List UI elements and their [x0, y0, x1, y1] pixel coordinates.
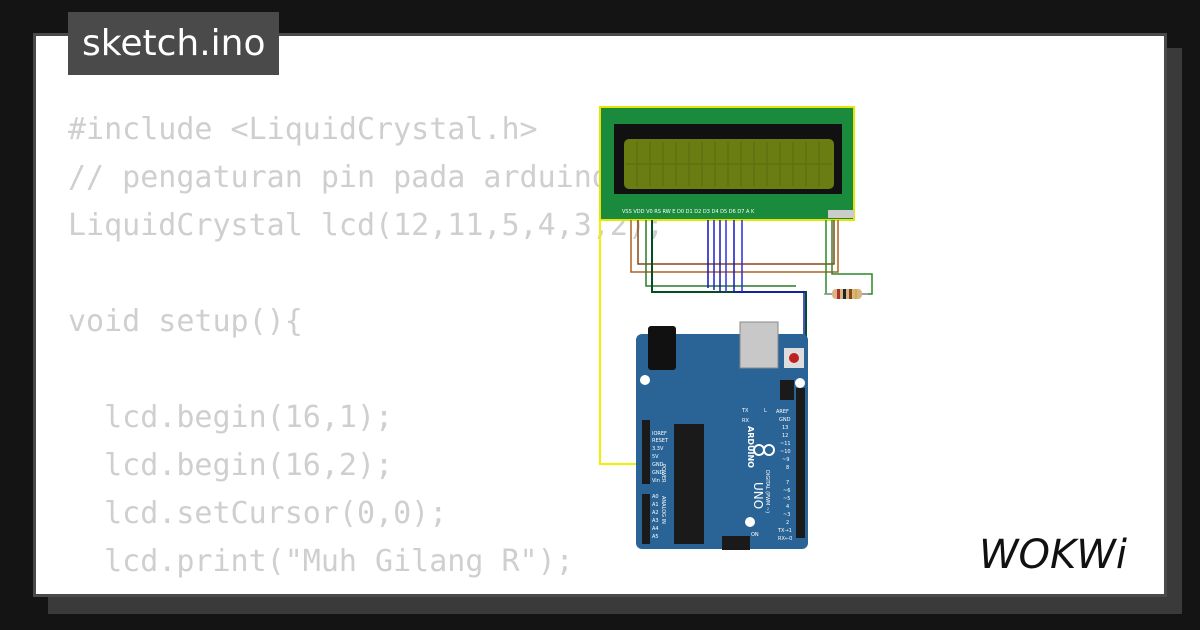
pin-rx0: RX←0: [778, 536, 792, 542]
wokwi-logo-text: WOKWi: [979, 532, 1127, 576]
pin-3v3: 3.3V: [652, 446, 664, 452]
usb-port: [739, 321, 779, 369]
code-line: lcd.begin(16,2);: [68, 448, 394, 483]
pin-gnd: GND: [652, 470, 664, 476]
code-editor: #include <LiquidCrystal.h>// pengaturan …: [68, 106, 845, 594]
pin-7: 7: [786, 480, 789, 486]
code-line: lcd.setCursor(0,0);: [68, 496, 448, 531]
microcontroller-chip: [674, 424, 704, 544]
on-label: ON: [751, 532, 759, 538]
pin-a0: A0: [652, 494, 659, 500]
power-header-title: POWER: [660, 464, 666, 483]
pin-tx1: TX→1: [777, 528, 792, 534]
lcd-i2c-header: [828, 210, 854, 218]
pin-5: ~5: [783, 496, 790, 502]
code-line: lcd.begin(16,1);: [68, 400, 394, 435]
wire-5v: [599, 220, 644, 465]
pin-3: ~3: [783, 512, 790, 518]
pin-4: 4: [786, 504, 789, 510]
pin-9: ~9: [782, 457, 789, 463]
pin-vin: Vin: [652, 478, 660, 484]
pin-13: 13: [782, 425, 788, 431]
code-line: lcd.setCursor(0,1);: [68, 586, 845, 594]
pin-2: 2: [786, 520, 789, 526]
led-label-l: L: [764, 408, 767, 414]
lcd-pin-labels: VSS VDD V0 RS RW E D0 D1 D2 D3 D4 D5 D6 …: [622, 209, 755, 215]
pin-aref: AREF: [776, 409, 789, 415]
pin-5v: 5V: [652, 454, 659, 460]
analog-header-title: ANALOG IN: [660, 496, 666, 524]
led-label-rx: RX: [742, 418, 749, 424]
pin-6: ~6: [783, 488, 790, 494]
wire-gnd: [645, 220, 796, 287]
board-model: UNO: [751, 482, 765, 509]
code-line: LiquidCrystal lcd(12,11,5,4,3,2);: [68, 208, 665, 243]
code-line: lcd.print("Muh Gilang R");: [68, 544, 574, 579]
pin-8: 8: [786, 465, 789, 471]
pin-11: ~11: [780, 441, 791, 447]
resistor: [824, 289, 868, 299]
pin-gnd: GND: [652, 462, 664, 468]
pin-reset: RESET: [652, 438, 669, 444]
pin-ioref: IOREF: [652, 431, 667, 437]
pin-a1: A1: [652, 502, 659, 508]
pin-12: 12: [782, 433, 788, 439]
arduino-infinity-icon: [753, 444, 775, 456]
lcd-module: VSS VDD V0 RS RW E D0 D1 D2 D3 D4 D5 D6 …: [599, 106, 855, 221]
barrel-jack: [648, 326, 676, 370]
arduino-uno-board: IOREF RESET 3.3V 5V GND GND Vin A0 A1 A2…: [636, 321, 808, 550]
pin-10: ~10: [780, 449, 791, 455]
board-brand: ARDUINO: [746, 426, 755, 468]
pin-a3: A3: [652, 518, 659, 524]
pin-a2: A2: [652, 510, 659, 516]
led-label-tx: TX: [741, 408, 749, 414]
pin-a5: A5: [652, 534, 659, 540]
wokwi-logo: WOKWi: [979, 532, 1127, 576]
pin-a4: A4: [652, 526, 659, 532]
file-title-tab: sketch.ino: [68, 12, 280, 75]
circuit-diagram: VSS VDD V0 RS RW E D0 D1 D2 D3 D4 D5 D6 …: [599, 106, 873, 550]
digital-header-title: DIGITAL (PWM ~): [764, 470, 770, 513]
pin-gnd-top: GND: [779, 417, 791, 423]
code-line: void setup(){: [68, 304, 303, 339]
code-line: #include <LiquidCrystal.h>: [68, 112, 538, 147]
